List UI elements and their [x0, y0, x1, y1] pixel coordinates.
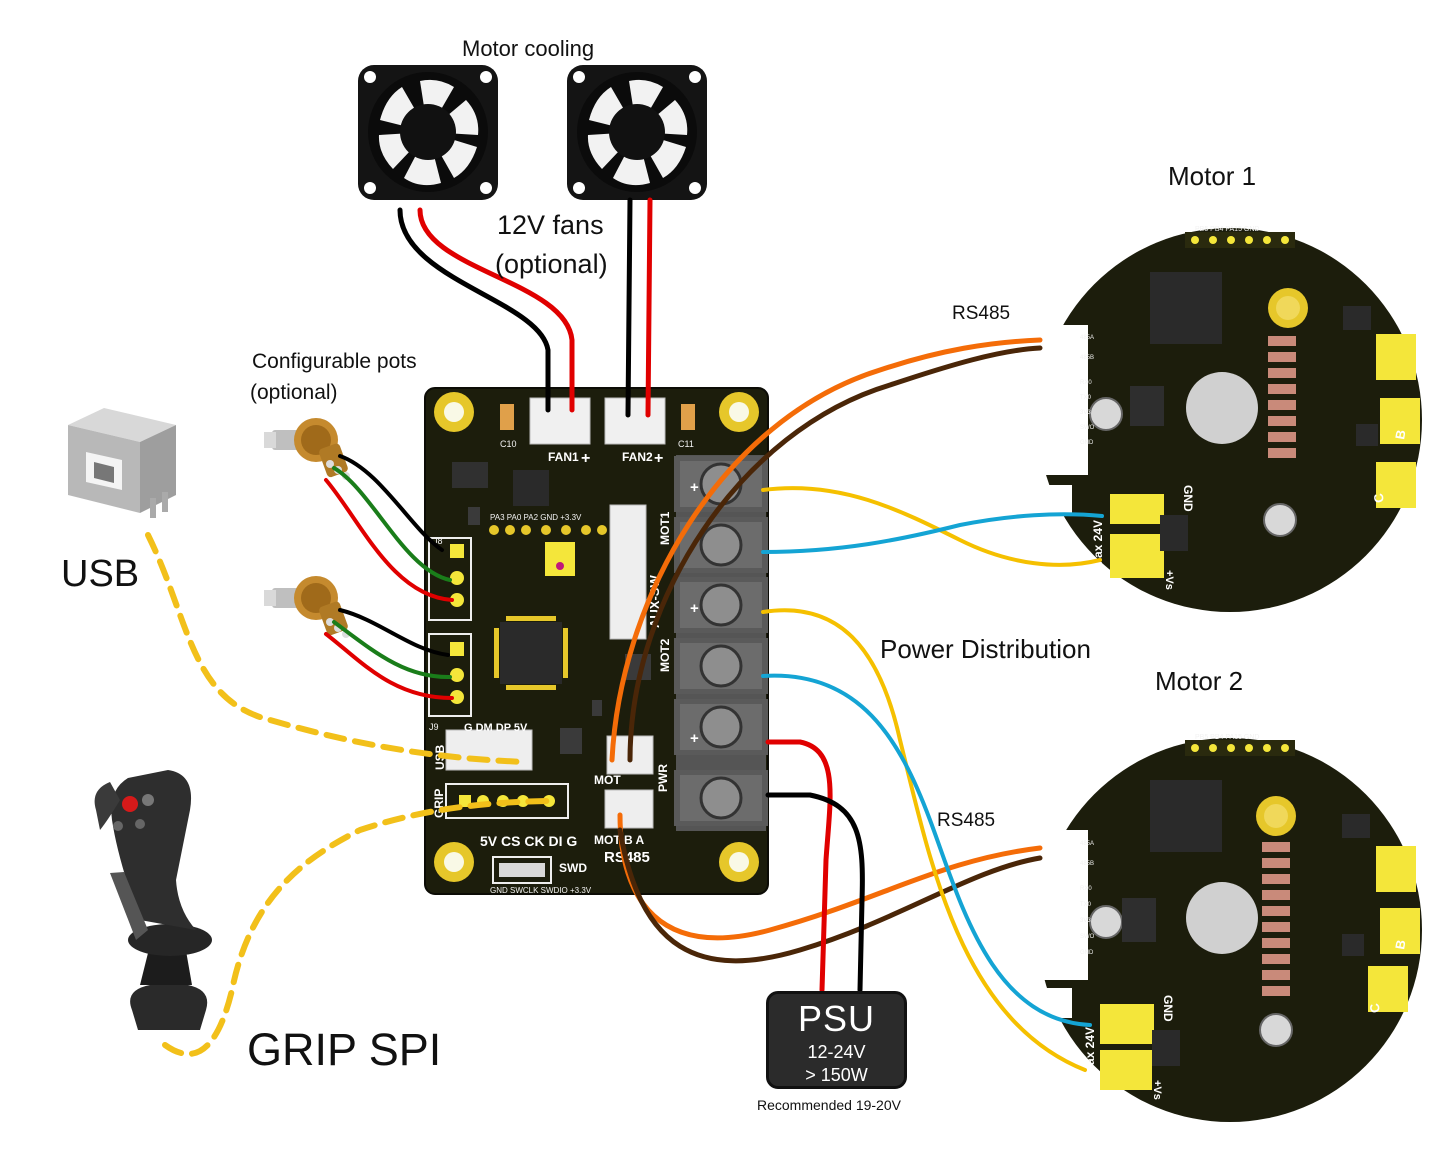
- motor-2-gnd-label: GND: [1161, 995, 1175, 1022]
- motor-1-pin-tx0: TX0: [1080, 395, 1092, 401]
- psu-power: > 150W: [805, 1065, 868, 1085]
- usb-pins-label: G DM DP 5V: [464, 722, 528, 734]
- rs485-top-label: RS485: [952, 303, 1011, 324]
- controller-pcb: C10 C11 FAN1 FAN2 + + PA3 PA0 PA2 GND +3…: [424, 387, 770, 895]
- grip-pins-label: 5V CS CK DI G: [480, 833, 577, 849]
- motor-1-pin-rx0: RX0: [1080, 380, 1092, 386]
- motor-2-vs-label: +Vs: [1151, 1080, 1163, 1100]
- swd-label: SWD: [559, 861, 587, 875]
- motor-cooling-label: Motor cooling: [462, 36, 595, 61]
- motor-2-pin-rx0: RX0: [1080, 886, 1092, 892]
- fan2-label: FAN2: [622, 450, 653, 464]
- mot2-plus: +: [690, 600, 699, 617]
- psu-voltage: 12-24V: [807, 1042, 866, 1062]
- c10-label: C10: [500, 439, 517, 449]
- j8-label: J8: [433, 536, 443, 546]
- motor-1-vs-label: +Vs: [1163, 570, 1175, 590]
- motor-2-phase-c: C: [1366, 1002, 1383, 1014]
- pots-label-line2: (optional): [250, 381, 338, 404]
- motor-2-pin-swo: SWO: [1080, 934, 1095, 940]
- motor-2-pin-485b: 485B: [1080, 861, 1094, 867]
- joystick-grip-icon: [94, 770, 212, 1030]
- pot-2-icon: [264, 576, 350, 638]
- motor-2-pin-3v3: 3V3: [1080, 918, 1091, 924]
- motor-2-pin-tx0: TX0: [1080, 902, 1092, 908]
- fans-label-line1: 12V fans: [497, 210, 604, 240]
- motor-2-pin-gnd: GND: [1080, 950, 1094, 956]
- j9-label: J9: [429, 722, 439, 732]
- fan-2-icon: [567, 65, 707, 200]
- motor-1-pin-3v3: 3V3: [1080, 410, 1091, 416]
- pots-label-line1: Configurable pots: [252, 350, 417, 373]
- usb-b-connector-icon: [68, 408, 176, 518]
- fan1-plus: +: [581, 450, 590, 467]
- motor-2-board: PB5 PB4 PA15 GND Max 24V GND +Vs A B C 4…: [1020, 734, 1432, 1122]
- motor-1-header-label: PB5 PB4 PA15 GND: [1195, 226, 1259, 233]
- power-distribution-label: Power Distribution: [880, 634, 1091, 664]
- psu-title: PSU: [797, 998, 876, 1039]
- mot1-label: MOT1: [658, 511, 672, 545]
- motor-1-pin-gnd: GND: [1080, 440, 1094, 446]
- usb-label: USB: [61, 553, 140, 595]
- motor-2-pin-485a: 485A: [1080, 841, 1094, 847]
- motor-1-label: Motor 1: [1168, 161, 1257, 191]
- pwr-label: PWR: [656, 764, 670, 792]
- mot-label: MOT: [594, 773, 621, 787]
- fans-label-line2: (optional): [495, 249, 608, 279]
- motor-2-label: Motor 2: [1155, 666, 1244, 696]
- motor-1-phase-c: C: [1370, 492, 1387, 504]
- motor-1-board: PB5 PB4 PA15 GND Max 24V GND +Vs A B C 4…: [1020, 226, 1432, 612]
- motor-1-pin-485a: 485A: [1080, 335, 1094, 341]
- mot1-plus: +: [690, 479, 699, 496]
- fan-1-icon: [358, 65, 498, 200]
- pwr-plus: +: [690, 730, 699, 747]
- header-pin-label: PA3 PA0 PA2 GND +3.3V: [490, 513, 582, 522]
- motor-2-max-label: Max 24V: [1083, 1027, 1097, 1075]
- grip-board-label: GRIP: [432, 789, 446, 818]
- fan1-label: FAN1: [548, 450, 579, 464]
- motor-1-pin-485b: 485B: [1080, 355, 1094, 361]
- swd-pins-label: GND SWCLK SWDIO +3.3V: [490, 886, 592, 895]
- grip-spi-label: GRIP SPI: [247, 1024, 442, 1075]
- motor-1-max-label: Max 24V: [1091, 520, 1105, 568]
- rs485-bottom-label: RS485: [937, 810, 996, 831]
- c11-label: C11: [678, 439, 694, 449]
- motor-1-gnd-label: GND: [1181, 485, 1195, 512]
- mot2-label: MOT2: [658, 638, 672, 672]
- motor-2-header-label: PB5 PB4 PA15 GND: [1195, 734, 1259, 741]
- psu-box: PSU 12-24V > 150W: [766, 991, 907, 1089]
- fan2-plus: +: [654, 450, 663, 467]
- wires: [145, 197, 1104, 1072]
- motor-1-pin-swo: SWO: [1080, 425, 1095, 431]
- psu-recommended-label: Recommended 19-20V: [757, 1097, 901, 1113]
- motor-2-phase-b: B: [1392, 939, 1408, 951]
- motor-1-phase-b: B: [1392, 429, 1408, 441]
